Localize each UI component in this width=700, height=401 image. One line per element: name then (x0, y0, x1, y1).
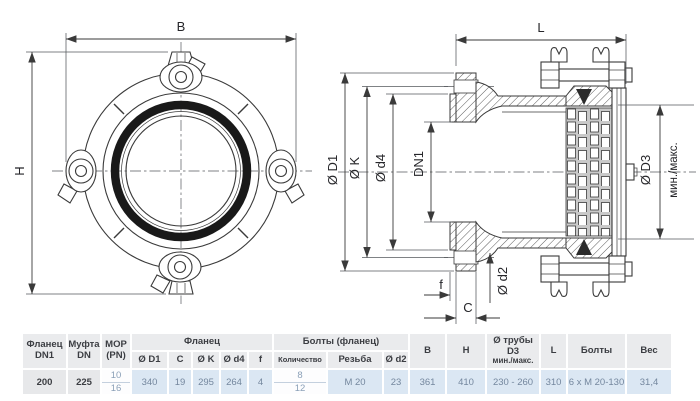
front-view: B H (12, 19, 312, 304)
dimension-d1: Ø D1 (325, 72, 454, 272)
col-header-c: C (169, 352, 191, 368)
dim-label-d3: Ø D3 (638, 155, 653, 185)
cell-bolts: 6 x M 20-130 (568, 370, 626, 394)
gland-seal (565, 85, 613, 259)
dimension-k: Ø K (347, 86, 448, 258)
col-header-thread: Резьба (328, 352, 383, 368)
left-bolt-lug (57, 149, 97, 204)
dimension-d3: Ø D3 мин./макс. (618, 104, 694, 240)
cell-d1: 340 (132, 370, 167, 394)
dim-label-d3-minmax: мин./макс. (668, 142, 680, 197)
bottom-bolt-lug (150, 251, 202, 295)
right-bolt-lug (265, 149, 305, 204)
col-header-d1: Ø D1 (132, 352, 167, 368)
col-header-pipe-d3: Ø трубы D3 мин./макс. (487, 334, 540, 368)
section-view: L Ø D1 Ø K Ø d4 (325, 20, 696, 324)
table-row: 200 225 10 16 340 19 295 264 4 8 12 M 20… (23, 370, 672, 395)
col-header-k: Ø K (193, 352, 219, 368)
group-header-flange: Фланец (132, 334, 273, 350)
col-header-l: L (541, 334, 567, 368)
cell-mop-top: 10 (110, 370, 122, 381)
dimension-dn1: DN1 (411, 121, 452, 223)
technical-drawing: B H (12, 19, 696, 324)
dimension-c: C (424, 272, 500, 324)
dimension-f: f (424, 272, 457, 324)
col-header-h: H (447, 334, 486, 368)
dim-label-f: f (439, 277, 443, 292)
flange-ribs (113, 103, 249, 239)
cell-mop-bottom: 16 (102, 381, 130, 395)
col-header-mop: MOP (PN) (102, 334, 130, 368)
end-cap (611, 87, 638, 257)
cell-qty-top: 8 (297, 370, 303, 381)
cell-b: 361 (410, 370, 446, 394)
cell-qty: 8 12 (274, 370, 327, 395)
cell-k: 295 (193, 370, 219, 394)
group-header-bolts: Болты (фланец) (274, 334, 409, 350)
dim-label-d1: Ø D1 (325, 155, 340, 185)
top-bolt-assembly (540, 47, 633, 89)
cell-l: 310 (541, 370, 567, 394)
col-header-qty: Количество (274, 352, 327, 368)
spec-table: Фланец DN1 Муфта DN MOP (PN) Фланец Болт… (21, 332, 673, 396)
col-header-f: f (249, 352, 273, 368)
cell-flange-dn1: 200 (23, 370, 66, 394)
col-header-b: B (410, 334, 446, 368)
cell-f: 4 (249, 370, 273, 394)
grip-segments (565, 107, 613, 237)
cell-weight: 31,4 (627, 370, 672, 394)
cell-thread: M 20 (328, 370, 383, 394)
cell-h: 410 (447, 370, 486, 394)
flange-section (449, 72, 479, 272)
dimension-b: B (65, 19, 297, 162)
dim-label-h: H (12, 166, 27, 175)
col-header-d4: Ø d4 (221, 352, 247, 368)
bottom-bolt-assembly (540, 255, 633, 297)
dimension-d4: Ø d4 (373, 93, 448, 251)
cell-qty-bottom: 12 (274, 381, 327, 395)
dim-label-dn1: DN1 (411, 151, 426, 177)
dim-label-d4: Ø d4 (373, 154, 388, 182)
cell-d4: 264 (221, 370, 247, 394)
pipe-d3-title: Ø трубы D3 (493, 334, 533, 357)
dim-label-l: L (537, 20, 544, 35)
cell-pipe-d3: 230 - 260 (487, 370, 540, 394)
cell-c: 19 (169, 370, 191, 394)
cell-mop: 10 16 (102, 370, 130, 394)
cell-d2: 23 (384, 370, 409, 394)
dimension-d2: Ø d2 (486, 253, 510, 303)
col-header-bolts: Болты (568, 334, 626, 368)
col-header-d2: Ø d2 (384, 352, 409, 368)
dimension-h: H (12, 51, 168, 295)
dim-label-c: C (463, 300, 472, 315)
dim-label-k: Ø K (347, 156, 362, 179)
pipe-d3-subtitle: мин./макс. (492, 356, 534, 366)
dim-label-b: B (177, 19, 186, 34)
col-header-weight: Вес (627, 334, 672, 368)
dim-label-d2: Ø d2 (495, 267, 510, 295)
top-bolt-lug (159, 51, 206, 93)
cell-coupling-dn: 225 (68, 370, 100, 394)
dimension-l: L (455, 20, 627, 84)
col-header-coupling-dn: Муфта DN (68, 334, 100, 368)
col-header-flange-dn1: Фланец DN1 (23, 334, 66, 368)
